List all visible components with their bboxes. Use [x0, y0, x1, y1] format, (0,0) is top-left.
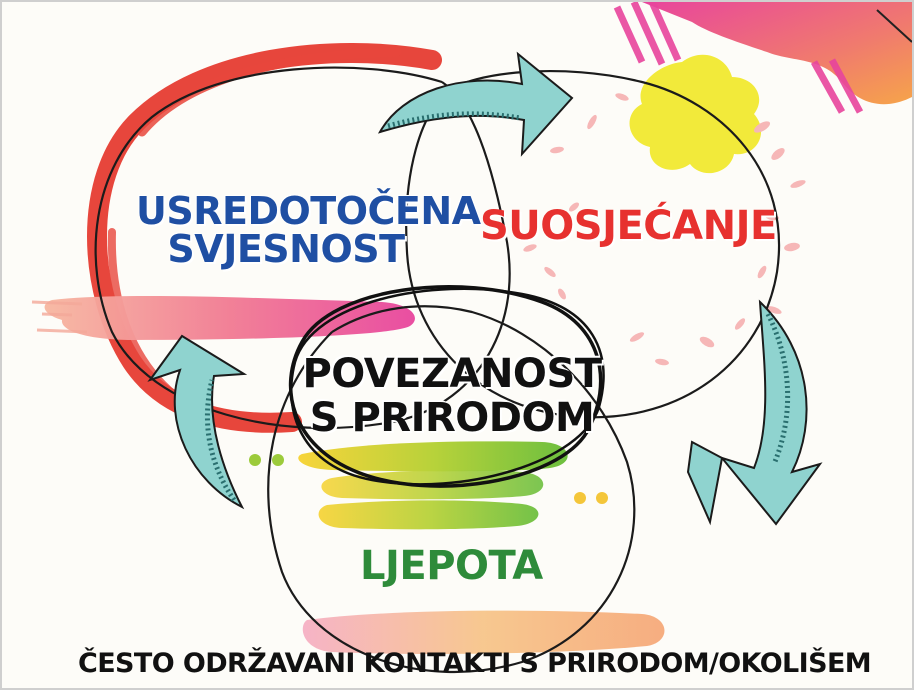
beauty-label: LJEPOTA [360, 543, 543, 589]
arrow-left [147, 334, 248, 510]
dot-accents [249, 454, 608, 504]
pink-petal-dots [523, 93, 806, 366]
corner-splash-decoration [613, 2, 912, 114]
center-ellipse [288, 285, 605, 488]
arrow-right [686, 299, 823, 526]
yellow-flower-blob [629, 54, 762, 174]
compassion-label: SUOSJEĆANJE [480, 203, 777, 249]
mindfulness-label-line2: SVJESNOST [167, 227, 405, 271]
nature-connection-line2: S PRIRODOM [309, 395, 595, 441]
footer-caption: ČESTO ODRŽAVANI KONTAKTI S PRIRODOM/OKOL… [78, 648, 872, 679]
mindfulness-label-line1: USREDOTOČENA [136, 189, 481, 233]
arrow-top [377, 51, 574, 157]
bottom-brush-stroke [302, 610, 665, 654]
mindfulness-label: USREDOTOČENA SVJESNOST [136, 189, 481, 271]
nature-connection-label: POVEZANOST S PRIRODOM [302, 354, 602, 442]
nature-connection-line1: POVEZANOST [302, 351, 602, 397]
pink-brush-stroke [44, 296, 415, 340]
